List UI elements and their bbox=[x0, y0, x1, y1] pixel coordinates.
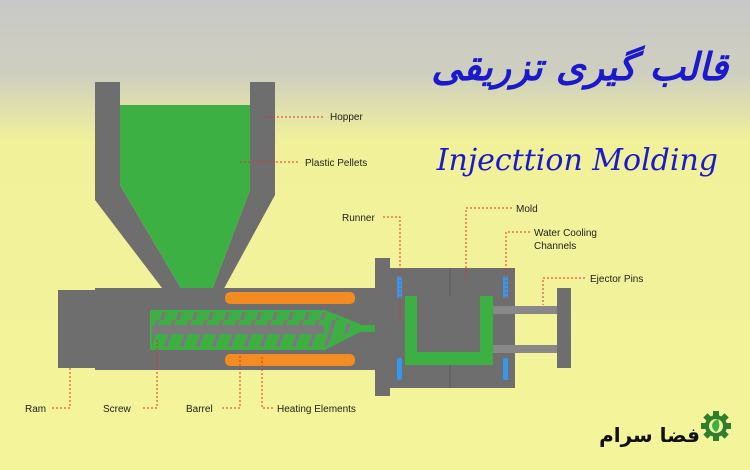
ejector-pin-top bbox=[493, 306, 557, 314]
title-persian: قالب گیری تزریقی bbox=[431, 44, 730, 90]
leader-runner bbox=[383, 216, 401, 322]
label-mold: Mold bbox=[516, 204, 538, 215]
hopper-wall bbox=[95, 82, 275, 305]
label-runner: Runner bbox=[342, 213, 375, 224]
heating-element-top bbox=[225, 292, 355, 304]
ejector-plate bbox=[557, 288, 571, 368]
leader-mold bbox=[465, 207, 512, 280]
label-ejector-pins: Ejector Pins bbox=[590, 274, 643, 285]
mold-cavity-core bbox=[417, 296, 480, 352]
leader-screw bbox=[143, 338, 158, 409]
label-hopper: Hopper bbox=[330, 112, 363, 123]
label-barrel: Barrel bbox=[186, 404, 213, 415]
mold-plate-left bbox=[375, 258, 390, 396]
cooling-channel-1 bbox=[397, 276, 402, 298]
label-channels: Channels bbox=[534, 241, 576, 252]
leader-ram bbox=[52, 368, 71, 409]
label-plastic-pellets: Plastic Pellets bbox=[305, 158, 367, 169]
heating-element-bottom bbox=[225, 354, 355, 366]
label-heating-elements: Heating Elements bbox=[277, 404, 356, 415]
mold-cavity-part bbox=[405, 296, 493, 365]
logo-name: فضا سرام bbox=[599, 423, 700, 447]
ejector-pin-bottom bbox=[493, 345, 557, 353]
label-ram: Ram bbox=[25, 404, 46, 415]
title-english: Injecttion Molding bbox=[436, 143, 718, 178]
cooling-channel-2 bbox=[397, 358, 402, 380]
leader-water-cooling bbox=[505, 231, 530, 300]
label-screw: Screw bbox=[103, 404, 132, 415]
leader-ejector-pins bbox=[542, 277, 585, 305]
plastic-pellets-fill bbox=[120, 105, 250, 295]
cooling-channel-4 bbox=[503, 358, 508, 380]
leader-lines bbox=[52, 116, 585, 409]
screw-shaft bbox=[152, 325, 324, 334]
label-water-cooling: Water Cooling bbox=[534, 228, 597, 239]
leader-heating-elements bbox=[261, 356, 273, 409]
mold-plate-right bbox=[500, 268, 515, 388]
cooling-channel-3 bbox=[503, 276, 508, 298]
ram bbox=[58, 290, 95, 368]
leader-barrel bbox=[222, 356, 241, 409]
gear-leaf-icon bbox=[701, 411, 731, 441]
